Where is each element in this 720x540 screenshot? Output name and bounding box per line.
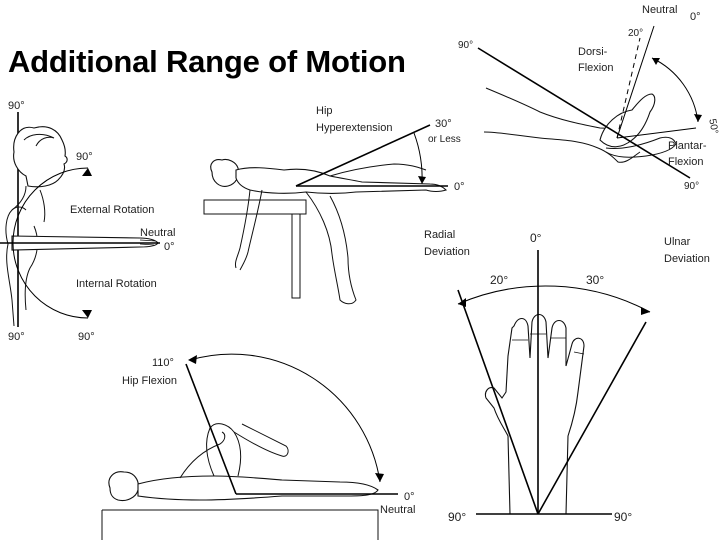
ankle-neutral-line: [616, 25, 655, 139]
hip-flexion-figure: 110° Hip Flexion 0° Neutral: [101, 353, 415, 540]
hip-ext-figure-raised-leg: [329, 163, 427, 177]
wrist-deg-20: 20°: [490, 273, 508, 287]
shoulder-internal-rotation: Internal Rotation: [76, 278, 157, 290]
hip-flex-figure-body: [137, 475, 379, 501]
hip-ext-figure-head: [210, 158, 240, 187]
hip-ext-zero-deg: 0°: [454, 181, 465, 193]
ankle-50-line: [616, 127, 697, 139]
shoulder-upper-arc-deg: 90°: [76, 151, 93, 163]
hip-ext-30-line: [295, 124, 431, 187]
wrist-ulnar-line2: Deviation: [664, 253, 710, 265]
shoulder-external-rotation: External Rotation: [70, 204, 154, 216]
wrist-deviation-arc: [457, 285, 651, 313]
hip-flex-table: [101, 509, 379, 540]
shoulder-bottom-right-deg: 90°: [78, 331, 95, 343]
ankle-foot-plantar: [605, 136, 677, 158]
ankle-zero-deg: 0°: [690, 11, 701, 23]
wrist-deg-90-right: 90°: [614, 510, 632, 524]
hip-ext-figure-body: [235, 167, 448, 195]
hip-flex-110-line: [185, 363, 237, 495]
hip-flex-zero-deg: 0°: [404, 491, 415, 503]
hip-ext-label-line2: Hyperextension: [316, 122, 392, 134]
shoulder-arc-arrow-top: [82, 168, 92, 176]
hip-ext-figure-hanging-leg: [305, 191, 357, 305]
wrist-arc-arrow-right: [641, 307, 650, 315]
ankle-neutral: Neutral: [642, 4, 677, 16]
hip-ext-table-top: [203, 199, 307, 215]
shoulder-figure-chest: [11, 189, 46, 223]
hip-ext-label-line1: Hip: [316, 105, 333, 117]
ankle-20-dashed-line: [616, 37, 641, 139]
shoulder-figure-back: [5, 185, 27, 327]
hip-flex-arc: [189, 353, 381, 483]
wrist-radial-line2: Deviation: [424, 246, 470, 258]
hip-flex-arc-arrow-top: [188, 355, 197, 364]
hip-ext-or-less: or Less: [428, 134, 461, 145]
shoulder-rotation-figure: 90° 90° External Rotation Neutral 0° Int…: [0, 100, 175, 343]
ankle-plantar-line2: Flexion: [668, 156, 703, 168]
ankle-plantar-line1: Plantar-: [668, 140, 707, 152]
hip-ext-table-leg: [291, 214, 301, 299]
wrist-deg-90-left: 90°: [448, 510, 466, 524]
hip-ext-figure-arm: [235, 189, 263, 271]
shoulder-neutral: Neutral: [140, 227, 175, 239]
wrist-arc-arrow-left: [458, 298, 466, 307]
shoulder-rotation-arc: [12, 167, 89, 319]
ankle-deg-90-right: 90°: [684, 181, 699, 192]
shoulder-figure-hair: [23, 133, 55, 147]
wrist-radial-line: [457, 289, 539, 515]
shoulder-arc-arrow-bottom: [82, 310, 92, 318]
hip-flex-figure-shin: [233, 423, 289, 457]
wrist-deg-30: 30°: [586, 273, 604, 287]
hip-flex-label: Hip Flexion: [122, 375, 177, 387]
slide-title: Additional Range of Motion: [8, 44, 406, 79]
wrist-radial-line1: Radial: [424, 229, 455, 241]
wrist-ulnar-line: [537, 321, 647, 515]
shoulder-top-deg: 90°: [8, 100, 25, 112]
wrist-ulnar-line1: Ulnar: [664, 236, 691, 248]
shoulder-figure-fingers: [139, 239, 157, 246]
ankle-90-line: [477, 47, 691, 179]
ankle-deg-50: 50°: [706, 118, 719, 135]
ankle-arc-arrow-top: [652, 58, 660, 65]
ankle-flexion-arc: [651, 57, 699, 123]
ankle-deg-20: 20°: [628, 28, 643, 39]
wrist-hand: [484, 313, 585, 515]
ankle-flexion-figure: 90° Neutral 0° 20° Dorsi- Flexion 50° Pl…: [458, 4, 720, 192]
ankle-arc-arrow-bottom: [694, 114, 702, 122]
shoulder-bottom-left-deg: 90°: [8, 331, 25, 343]
ankle-dorsi-line1: Dorsi-: [578, 46, 608, 58]
hip-flex-deg-110: 110°: [152, 357, 174, 369]
hip-flex-neutral: Neutral: [380, 504, 415, 516]
wrist-deviation-figure: Radial Deviation 0° Ulnar Deviation 20° …: [424, 229, 710, 524]
ankle-foot-dorsi: [599, 93, 656, 148]
wrist-zero-deg: 0°: [530, 231, 542, 245]
ankle-deg-90-left: 90°: [458, 40, 473, 51]
hip-ext-arc: [413, 132, 423, 185]
shoulder-zero-deg: 0°: [164, 241, 175, 253]
shoulder-figure-head: [13, 126, 68, 188]
hip-ext-arc-arrow: [418, 176, 426, 184]
hip-hyperextension-figure: Hip Hyperextension 30° or Less 0°: [203, 105, 465, 305]
ankle-dorsi-line2: Flexion: [578, 62, 613, 74]
hip-ext-deg-30: 30°: [435, 118, 452, 130]
hip-flex-figure-arm: [179, 431, 226, 479]
ankle-leg-bottom: [483, 131, 641, 163]
hip-flex-arc-arrow-bottom: [375, 473, 384, 482]
hip-flex-figure-head: [108, 471, 139, 502]
